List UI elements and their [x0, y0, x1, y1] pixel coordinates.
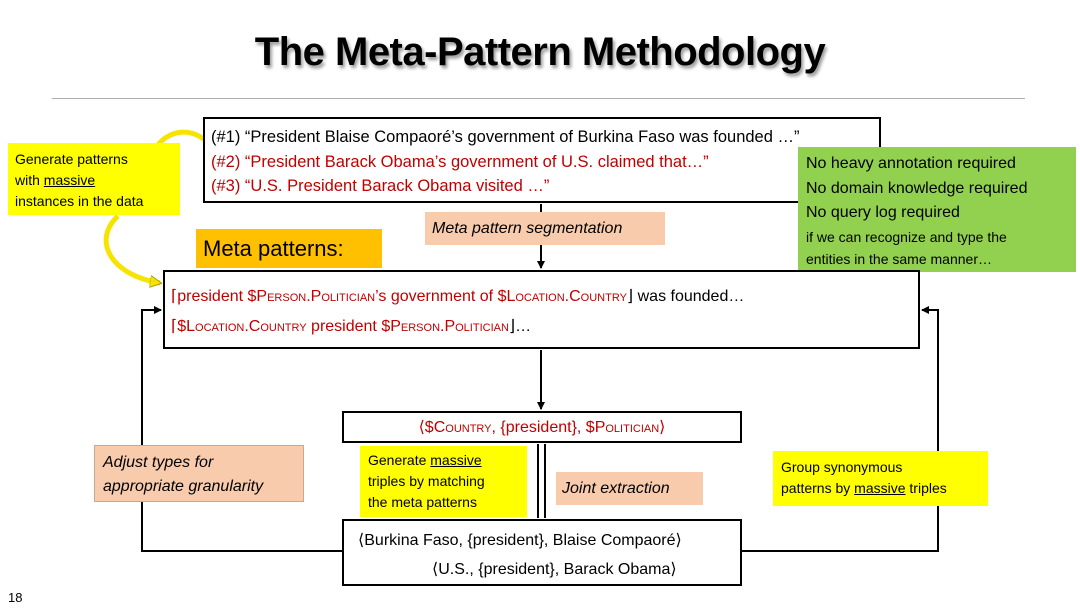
requirement-note-1: if we can recognize and type the — [806, 228, 1007, 245]
example-sentences-box: (#1) “President Blaise Compaoré’s govern… — [203, 117, 881, 203]
page-number: 18 — [8, 590, 23, 605]
requirement-item: No domain knowledge required — [806, 179, 1028, 197]
triple-1: ⟨Burkina Faso, {president}, Blaise Compa… — [358, 532, 682, 549]
sentence-2: (#2) “President Barack Obama’s governmen… — [211, 152, 709, 171]
sentence-1: (#1) “President Blaise Compaoré’s govern… — [211, 128, 800, 146]
meta-pattern-2: ⌈$Location.Country president $Person.Pol… — [171, 318, 532, 335]
requirement-item: No heavy annotation required — [806, 155, 1016, 172]
meta-pattern-1: ⌈president $Person.Politician’s governme… — [171, 288, 745, 305]
adjust-types-note: Adjust types for appropriate granularity — [94, 445, 304, 502]
slide-title: The Meta-Pattern Methodology — [254, 30, 826, 74]
triple-2: ⟨U.S., {president}, Barack Obama⟩ — [432, 561, 677, 578]
meta-patterns-box: ⌈president $Person.Politician’s governme… — [163, 270, 920, 349]
meta-patterns-label: Meta patterns: — [196, 229, 382, 268]
requirement-note-2: entities in the same manner… — [806, 250, 992, 267]
tuple-pattern-box: ⟨$Country, {president}, $Politician⟩ — [342, 411, 742, 443]
curve-arrow-to-patterns — [103, 214, 160, 283]
requirement-item: No query log required — [806, 204, 960, 221]
segmentation-label: Meta pattern segmentation — [425, 212, 665, 245]
requirements-note: No heavy annotation required No domain k… — [798, 147, 1076, 272]
arrow-adjust-types — [141, 306, 342, 552]
title-divider — [52, 98, 1025, 99]
group-synonymous-note: Group synonymous patterns by massive tri… — [773, 451, 988, 506]
generate-triples-note: Generate massive triples by matching the… — [360, 446, 527, 517]
sentence-3: (#3) “U.S. President Barack Obama visite… — [211, 177, 550, 195]
extracted-triples-box: ⟨Burkina Faso, {president}, Blaise Compa… — [342, 519, 742, 586]
joint-extraction-label: Joint extraction — [556, 472, 703, 505]
arrow-group-synonymous — [742, 306, 939, 552]
generate-patterns-note: Generate patterns with massive instances… — [8, 143, 180, 215]
